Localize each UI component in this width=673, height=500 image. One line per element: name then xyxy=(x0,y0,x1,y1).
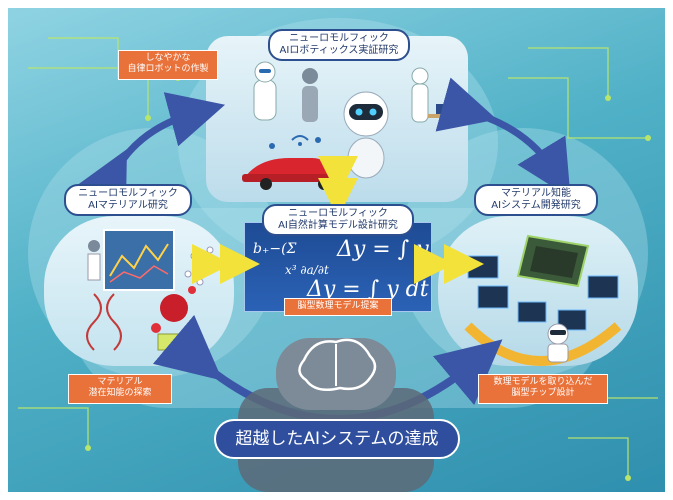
equation-decoration: b₊−(Σ xyxy=(253,241,297,257)
equation-decoration: Δy = ∫ y dt xyxy=(307,277,429,302)
equation-decoration: Δy = ∫ y xyxy=(337,237,429,262)
arrow-top-left xyxy=(76,92,226,212)
diagram-canvas: b₊−(Σ Δy = ∫ y x³ ∂a/∂t Δy = ∫ y dt xyxy=(8,8,665,492)
callout-materials: マテリアル潜在知能の探索 xyxy=(68,374,172,404)
arrow-top-right xyxy=(435,77,571,198)
callout-chip-design: 数理モデルを取り込んだ脳型チップ設計 xyxy=(478,374,608,404)
goal-banner: 超越したAIシステムの達成 xyxy=(214,419,460,459)
brain-robot-illustration xyxy=(238,338,434,492)
callout-robotics: しなやかな自律ロボットの作製 xyxy=(118,50,218,80)
callout-brain-model: 脳型数理モデル提案 xyxy=(284,298,392,316)
equation-decoration: x³ ∂a/∂t xyxy=(285,263,329,277)
chip-panel xyxy=(438,216,638,366)
